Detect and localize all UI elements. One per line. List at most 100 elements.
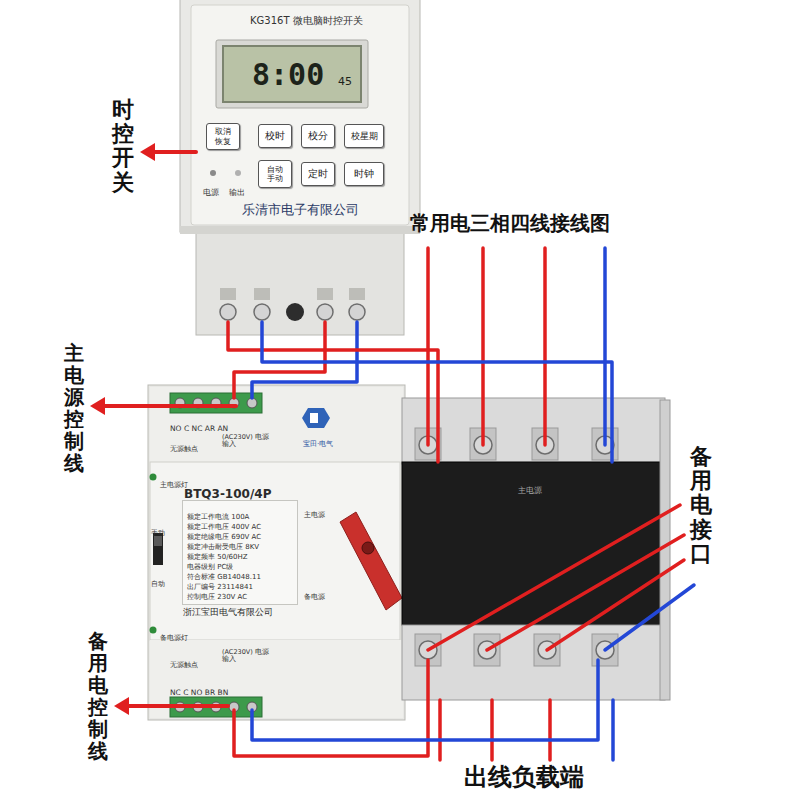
timer-switch: KG316T 微电脑时控开关电源 输出乐清市电子有限公司 8:00 45 取消 恢复 校时…: [180, 0, 420, 322]
device-text: 主电源灯: [160, 481, 188, 489]
callout-label: 备用电控制线: [88, 630, 108, 762]
output-wire: [548, 700, 552, 760]
text-slot: BTQ3-100/4P: [184, 483, 271, 502]
backup-wire: [487, 535, 684, 650]
timer-face: [191, 5, 409, 225]
control-terminal-panel: NO C NC AR AN 无源触点 (AC230V) 电源输入: [165, 398, 293, 460]
text-slot: NC C NO BR BN: [170, 680, 228, 699]
handle-pivot: [362, 542, 374, 554]
brand-logo-mark: [310, 413, 318, 423]
indicator-lamp: [150, 627, 157, 634]
output-wire: [438, 700, 442, 760]
device-text: 电器级别 PC级: [187, 563, 233, 571]
device-text: 出厂编号 23114841: [187, 583, 253, 591]
text-slot: 额定工作电流 100A: [187, 504, 249, 523]
timer-body: [180, 0, 420, 232]
front-panel: 主电源灯BTQ3-100/4P主电源手动自动浙江宝田电气有限公司备电源备电源灯额…: [148, 462, 400, 640]
callout-label: 出线负载端: [464, 764, 584, 792]
text-slot: 自动: [151, 571, 165, 590]
wire-connector: [228, 322, 438, 462]
terminal-well: [254, 288, 270, 300]
ats-front-face: [150, 462, 400, 640]
switch-block: 主电源: [405, 462, 660, 625]
device-text: 主电源: [518, 486, 542, 495]
din-rail-band: [180, 226, 420, 234]
terminal-screw: [220, 304, 236, 320]
pointer-arrow: [102, 404, 236, 408]
indicator-light: [210, 170, 216, 176]
control-button: 自动 手动: [258, 160, 292, 188]
text-slot: NO C NC AR AN: [170, 416, 228, 435]
device-text: 额定冲击耐受电压 8KV: [187, 543, 259, 551]
device-text: 额定频率 50/60HZ: [187, 553, 247, 561]
terminal-well: [220, 288, 236, 300]
control-button: 校时: [258, 124, 292, 148]
device-text: (AC230V) 电源输入: [222, 434, 270, 449]
backup-wire: [605, 585, 694, 650]
mounting-hole: [286, 303, 304, 321]
incoming-wire: [543, 248, 547, 445]
text-slot: 无源触点: [170, 436, 198, 455]
text-slot: 主电源灯: [160, 472, 188, 491]
device-text: 乐清市电子有限公司: [195, 203, 405, 218]
button-label: 校时: [265, 130, 285, 142]
text-slot: 宝田·电气: [303, 431, 333, 450]
terminal-screw: [254, 304, 270, 320]
terminal-screw: [317, 304, 333, 320]
mode-slider-knob: [154, 536, 162, 546]
device-text: NO C NC AR AN: [170, 425, 228, 434]
terminal-well: [349, 288, 365, 300]
indicator-light: [235, 170, 241, 176]
device-text: 备电源灯: [160, 634, 188, 642]
text-slot: 乐清市电子有限公司: [195, 199, 405, 218]
transfer-switch: 宝田·电气NO C NC AR AN无源触点(AC230V) 电源输入主电源灯B…: [145, 385, 670, 725]
backup-wire: [547, 560, 684, 650]
incoming-wire: [603, 248, 607, 445]
callout-label: 主电源控制线: [64, 342, 84, 474]
pointer-arrow: [152, 150, 196, 154]
brand-logo: [302, 408, 330, 428]
control-terminal-panel: 无源触点 (AC230V) 电源输入 NC C NO BR BN: [165, 640, 295, 722]
arrow-head: [114, 697, 129, 715]
terminal-well: [317, 288, 333, 300]
device-text: (AC230V) 电源输入: [222, 649, 270, 664]
callout-label: 时控开关: [112, 98, 134, 195]
callout-label: 常用电三相四线接线图: [410, 212, 610, 235]
text-slot: 无源触点: [170, 652, 198, 671]
device-text: KG316T 微电脑时控开关: [250, 15, 363, 27]
control-button: 时钟: [344, 162, 384, 186]
incoming-wire: [481, 248, 485, 445]
button-label: 校分: [308, 130, 328, 142]
rating-plate: 额定工作电流 100A额定工作电压 400V AC额定绝缘电压 690V AC额…: [182, 500, 298, 605]
button-label: 取消 恢复: [214, 127, 232, 145]
device-text: 无源触点: [170, 661, 198, 669]
text-slot: (AC230V) 电源输入: [222, 431, 270, 450]
lcd-display: 8:00 45: [222, 45, 362, 103]
text-slot: 45: [338, 70, 352, 89]
text-slot: 主电源: [518, 478, 542, 497]
device-text: 额定工作电流 100A: [187, 513, 249, 521]
device-text: 无源触点: [170, 445, 198, 453]
terminal-screw: [349, 304, 365, 320]
device-text: 输出: [229, 188, 245, 197]
arrow-head: [140, 143, 155, 161]
text-slot: 手动: [151, 520, 165, 539]
output-wire: [490, 700, 494, 760]
switch-handle: [340, 512, 402, 610]
device-text: 备电源: [304, 593, 325, 601]
control-button: 取消 恢复: [206, 123, 240, 150]
text-slot: KG316T 微电脑时控开关: [250, 9, 363, 28]
device-text: BTQ3-100/4P: [184, 488, 271, 502]
mode-slider: [153, 533, 163, 565]
control-button: 校星期: [344, 124, 384, 148]
text-slot: 常用电三相四线接线图: [410, 212, 610, 235]
device-text: 浙江宝田电气有限公司: [183, 608, 273, 618]
lcd-rim: [216, 40, 368, 108]
pointer-arrow: [126, 704, 228, 708]
device-text: 45: [338, 76, 352, 89]
text-slot: 8:00: [252, 58, 324, 93]
control-button: 校分: [301, 124, 335, 148]
text-slot: 备电源灯: [160, 625, 188, 644]
text-slot: 电源: [203, 180, 219, 199]
device-text: 额定工作电压 400V AC: [187, 523, 261, 531]
